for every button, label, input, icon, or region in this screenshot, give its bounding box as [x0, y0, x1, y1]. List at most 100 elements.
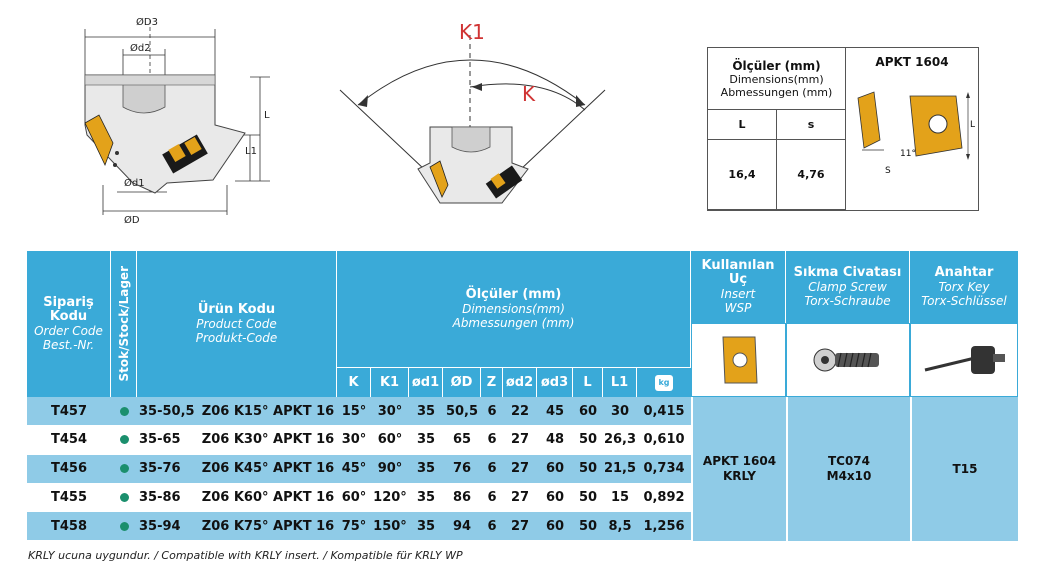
cell-d3: 60 [545, 518, 565, 534]
cell-z: 6 [487, 461, 497, 477]
sub-weight: kg [637, 367, 691, 397]
sub-d2: ød2 [503, 367, 537, 397]
header-screw-en: Clamp Screw [808, 280, 887, 294]
insert-lbl-l: L [970, 120, 976, 130]
insert-dimension-table: Ölçüler (mm) Dimensions(mm) Abmessungen … [707, 47, 979, 211]
d2-label: Ød2 [130, 43, 151, 54]
cell-code: Z06 K30° APKT 16 [201, 432, 335, 448]
cell-z: 6 [487, 403, 497, 419]
cell-k1: 30° [377, 403, 403, 419]
cell-l: 50 [578, 489, 598, 505]
sub-d3: ød3 [537, 367, 573, 397]
cell-k: 60° [341, 489, 367, 505]
insert-value-1: APKT 1604 [702, 454, 777, 468]
stock-status [111, 483, 137, 511]
header-torx-key: Anahtar Torx Key Torx-Schlüssel [910, 251, 1018, 323]
cell-k1: 150° [373, 518, 407, 534]
sub-D: ØD [443, 367, 481, 397]
footnote: KRLY ucuna uygundur. / Compatible with K… [28, 549, 463, 562]
cell-d3: 45 [545, 403, 565, 419]
header-stock: Stok/Stock/Lager [111, 251, 137, 397]
cell-l1: 26,3 [603, 432, 637, 448]
screw-value-1: TC074 [827, 454, 871, 468]
cell-d1: 35 [416, 461, 436, 477]
cell-range: 35-50,5 [139, 403, 195, 419]
cell-range: 35-86 [139, 489, 181, 505]
cell-k: 75° [341, 518, 367, 534]
header-insert: Kullanılan Uç Insert WSP [691, 251, 786, 323]
header-dimensions: Ölçüler (mm) Dimensions(mm) Abmessungen … [337, 251, 691, 367]
cell-k: 45° [341, 461, 367, 477]
dim-title-en: Dimensions(mm) [729, 72, 824, 86]
cell-d3: 60 [545, 461, 565, 477]
product-table: Sipariş Kodu Order Code Best.-Nr. Stok/S… [27, 251, 1018, 541]
header-dims-tr: Ölçüler (mm) [465, 287, 562, 302]
cell-l1: 30 [610, 403, 630, 419]
torx-key-image [924, 346, 1005, 374]
header-order-tr: Sipariş Kodu [43, 295, 94, 324]
header-order-en: Order Code [34, 324, 103, 338]
dim-title-cell: Ölçüler (mm) Dimensions(mm) Abmessungen … [708, 48, 846, 110]
cell-kg: 0,734 [643, 461, 685, 477]
sub-d1: ød1 [409, 367, 443, 397]
cell-k: 30° [341, 432, 367, 448]
cell-d1: 35 [416, 518, 436, 534]
dim-title-de: Abmessungen (mm) [720, 85, 833, 99]
cell-kg: 0,892 [643, 489, 685, 505]
insert-name-cell: APKT 1604 [875, 55, 949, 69]
weight-icon: kg [655, 374, 673, 391]
header-order-code: Sipariş Kodu Order Code Best.-Nr. [27, 251, 111, 397]
k1-label: K1 [459, 20, 485, 44]
cell-z: 6 [487, 432, 497, 448]
stock-status [111, 426, 137, 454]
key-value-cell: T15 [910, 397, 1018, 541]
header-key-en: Torx Key [938, 280, 990, 294]
D-label: ØD [124, 215, 140, 226]
sub-K1: K1 [371, 367, 409, 397]
cell-code: Z06 K75° APKT 16 [201, 518, 335, 534]
header-dims-en: Dimensions(mm) [462, 302, 565, 316]
in-stock-dot-icon [119, 464, 129, 474]
sub-K: K [337, 367, 371, 397]
insert-value-cell: APKT 1604 KRLY [691, 397, 786, 541]
header-insert-en: Insert [720, 287, 756, 301]
stock-status [111, 455, 137, 483]
cell-order: T454 [50, 432, 87, 448]
header-product-en: Product Code [196, 317, 277, 331]
cell-d1: 35 [416, 489, 436, 505]
cell-d2: 27 [510, 489, 530, 505]
sub-Z: Z [481, 367, 503, 397]
cell-order: T458 [50, 518, 87, 534]
insert-image-cell [691, 323, 786, 397]
cell-code: Z06 K15° APKT 16 [201, 403, 335, 419]
header-screw-tr: Sıkma Civatası [793, 265, 902, 280]
L1-label: L1 [245, 146, 257, 157]
insert-lbl-s: S [885, 166, 891, 176]
cell-d: 50,5 [445, 403, 479, 419]
cell-d2: 27 [510, 518, 530, 534]
sub-L: L [573, 367, 603, 397]
cell-d2: 27 [510, 432, 530, 448]
screw-value-cell: TC074 M4x10 [786, 397, 910, 541]
cell-k1: 90° [377, 461, 403, 477]
cell-z: 6 [487, 489, 497, 505]
dim-title-tr: Ölçüler (mm) [732, 58, 821, 73]
insert-value-2: KRLY [722, 469, 756, 483]
key-image-cell [910, 323, 1018, 397]
header-product-code: Ürün Kodu Product Code Produkt-Code [137, 251, 337, 397]
header-product-de: Produkt-Code [195, 331, 278, 345]
cell-order: T456 [50, 461, 87, 477]
insert-drawing [857, 91, 970, 160]
cell-d3: 60 [545, 489, 565, 505]
cell-d2: 22 [510, 403, 530, 419]
in-stock-dot-icon [119, 521, 129, 531]
cell-range: 35-65 [139, 432, 181, 448]
d1-label: Ød1 [124, 178, 145, 189]
cell-l: 50 [578, 461, 598, 477]
cell-kg: 0,610 [643, 432, 685, 448]
in-stock-dot-icon [119, 406, 129, 416]
